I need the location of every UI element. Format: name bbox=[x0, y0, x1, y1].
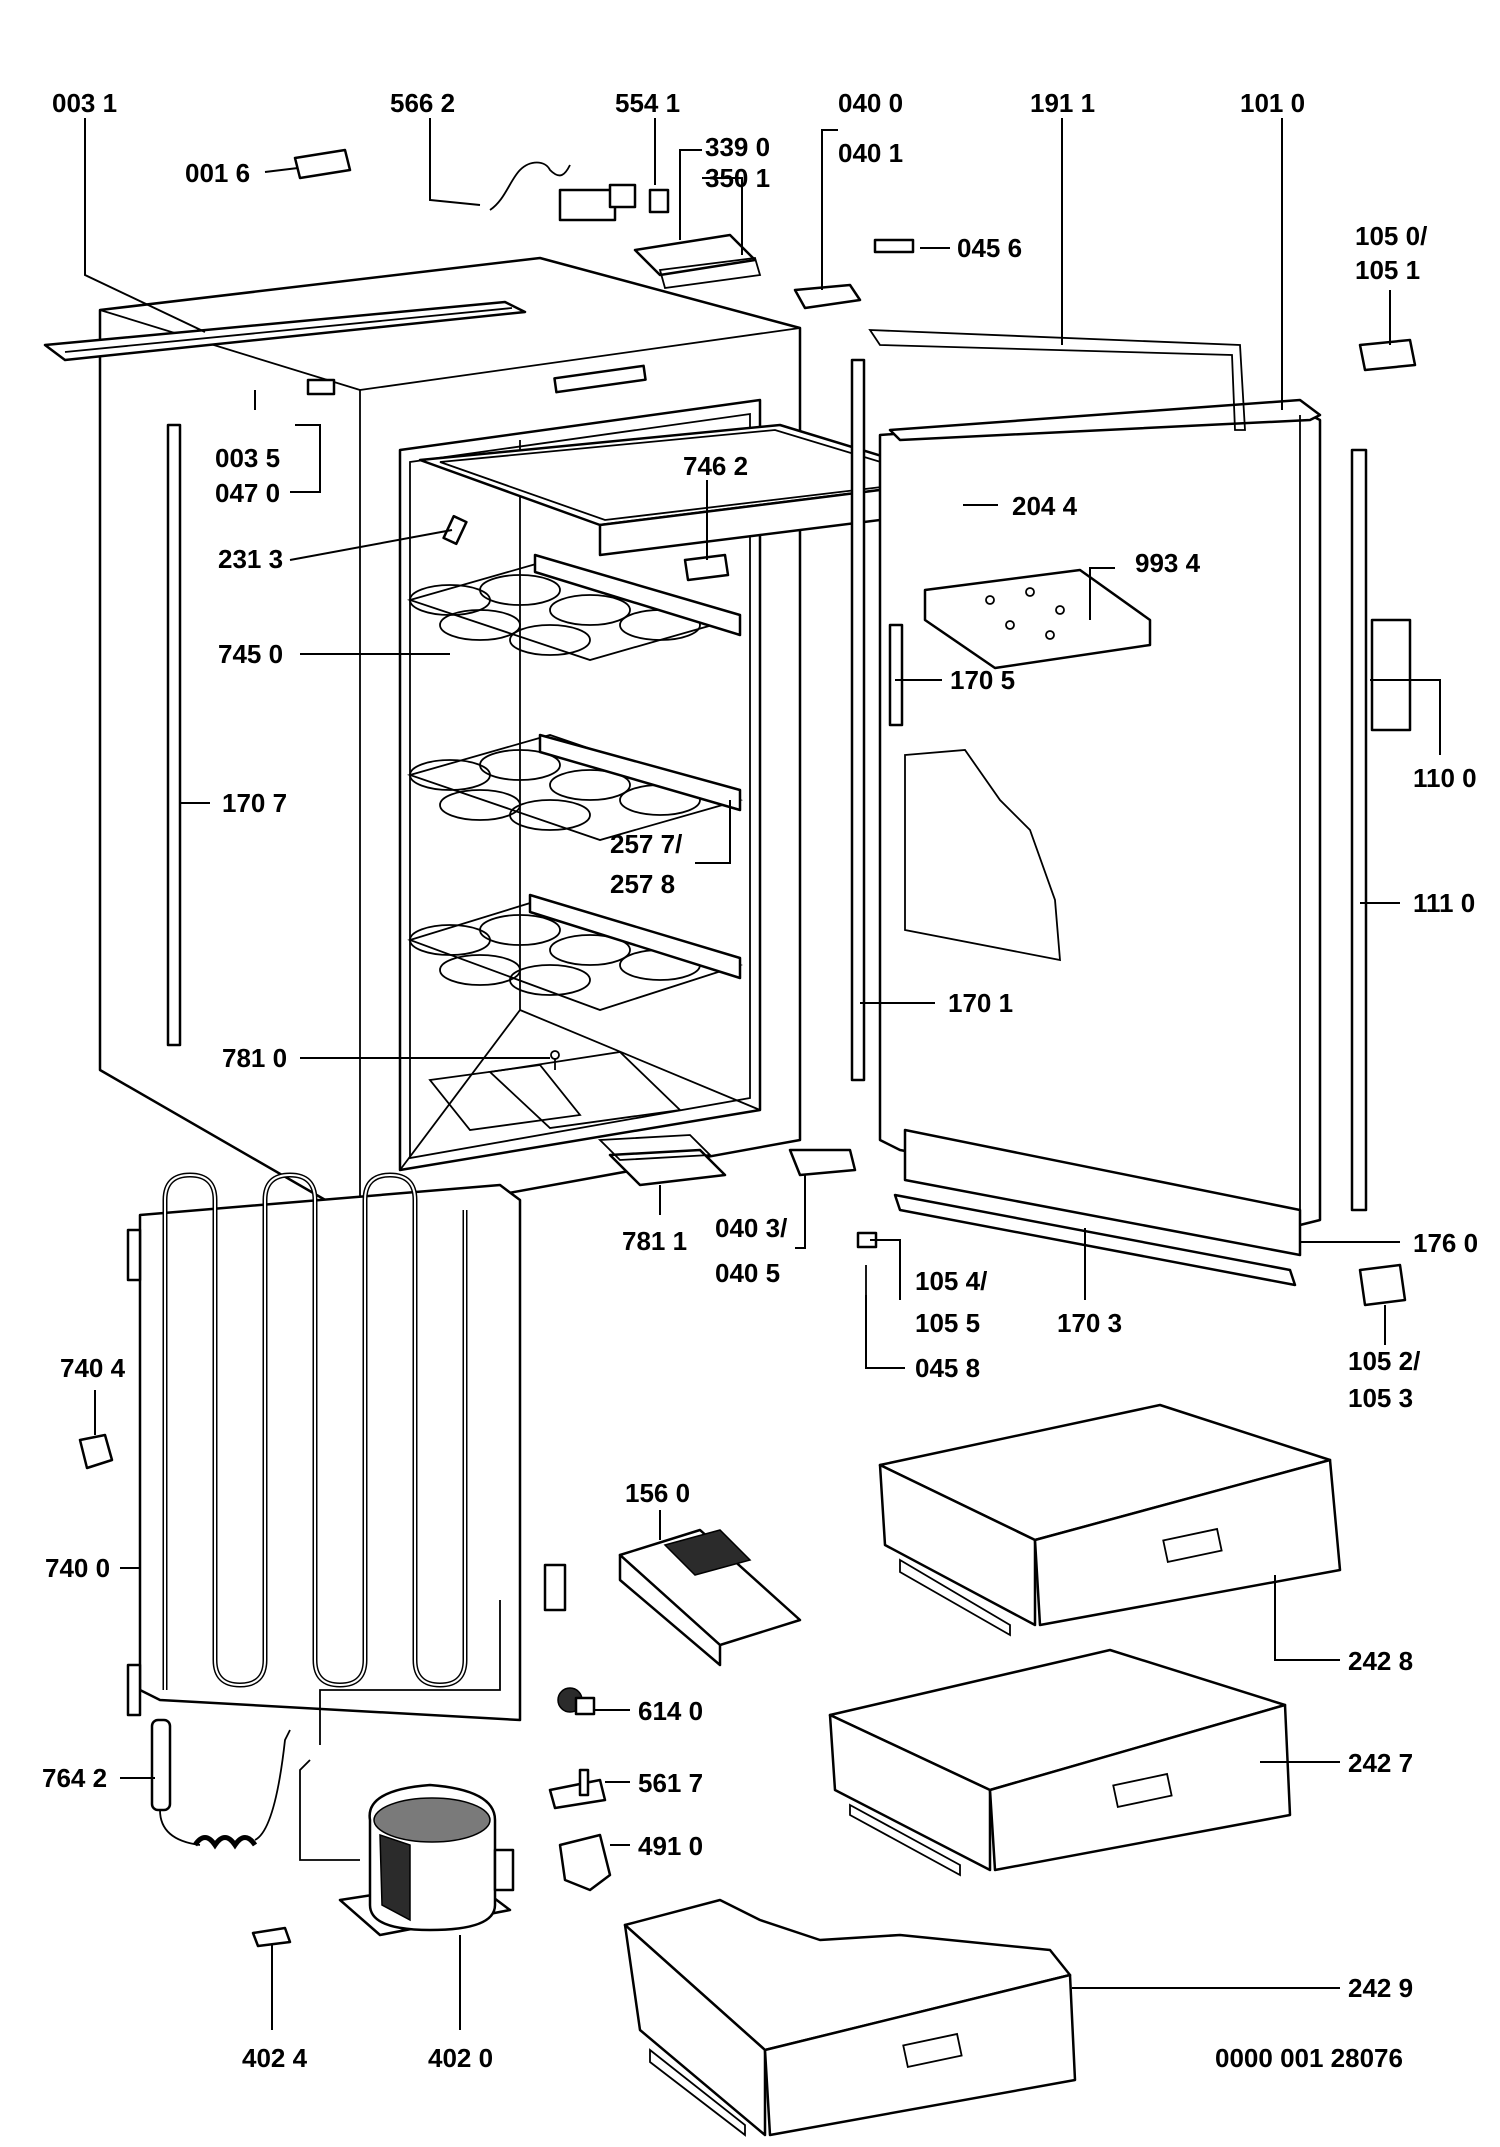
compressor bbox=[251, 1600, 515, 1948]
label-402-4: 402 4 bbox=[242, 2043, 308, 2073]
label-614-0: 614 0 bbox=[638, 1696, 703, 1726]
label-993-4: 993 4 bbox=[1135, 548, 1201, 578]
label-350-1: 350 1 bbox=[705, 163, 770, 193]
label-045-6: 045 6 bbox=[957, 233, 1022, 263]
label-204-4: 204 4 bbox=[1012, 491, 1078, 521]
label-231-3: 231 3 bbox=[218, 544, 283, 574]
label-105-2: 105 2/ bbox=[1348, 1346, 1420, 1376]
label-402-0: 402 0 bbox=[428, 2043, 493, 2073]
label-105-0: 105 0/ bbox=[1355, 221, 1427, 251]
label-105-3: 105 3 bbox=[1348, 1383, 1413, 1413]
label-257-8: 257 8 bbox=[610, 869, 675, 899]
label-257-7: 257 7/ bbox=[610, 829, 682, 859]
label-745-0: 745 0 bbox=[218, 639, 283, 669]
cabinet-body bbox=[43, 256, 802, 1222]
label-566-2: 566 2 bbox=[390, 88, 455, 118]
leader-lines bbox=[84, 118, 1441, 2030]
label-554-1: 554 1 bbox=[615, 88, 680, 118]
top-small-parts bbox=[293, 148, 915, 310]
label-561-7: 561 7 bbox=[638, 1768, 703, 1798]
label-003-1: 003 1 bbox=[52, 88, 117, 118]
label-781-0: 781 0 bbox=[222, 1043, 287, 1073]
label-740-0: 740 0 bbox=[45, 1553, 110, 1583]
mid-small-parts bbox=[442, 514, 878, 1892]
label-242-7: 242 7 bbox=[1348, 1748, 1413, 1778]
label-740-4: 740 4 bbox=[60, 1353, 126, 1383]
label-170-7: 170 7 bbox=[222, 788, 287, 818]
label-040-0: 040 0 bbox=[838, 88, 903, 118]
label-191-1: 191 1 bbox=[1030, 88, 1095, 118]
label-170-5: 170 5 bbox=[950, 665, 1015, 695]
label-339-0: 339 0 bbox=[705, 132, 770, 162]
label-045-8: 045 8 bbox=[915, 1353, 980, 1383]
label-047-0: 047 0 bbox=[215, 478, 280, 508]
label-764-2: 764 2 bbox=[42, 1763, 107, 1793]
label-105-4: 105 4/ bbox=[915, 1266, 987, 1296]
drawer-242-8 bbox=[878, 1403, 1342, 1637]
label-040-5: 040 5 bbox=[715, 1258, 780, 1288]
label-105-5: 105 5 bbox=[915, 1308, 980, 1338]
wire-shelves bbox=[406, 553, 744, 1131]
label-746-2: 746 2 bbox=[683, 451, 748, 481]
label-001-6: 001 6 bbox=[185, 158, 250, 188]
part-labels: 003 1 001 6 566 2 554 1 339 0 350 1 040 … bbox=[42, 88, 1478, 2073]
label-040-3: 040 3/ bbox=[715, 1213, 787, 1243]
label-156-0: 156 0 bbox=[625, 1478, 690, 1508]
label-101-0: 101 0 bbox=[1240, 88, 1305, 118]
label-491-0: 491 0 bbox=[638, 1831, 703, 1861]
label-170-1: 170 1 bbox=[948, 988, 1013, 1018]
drawer-242-7 bbox=[828, 1648, 1292, 1877]
label-242-8: 242 8 bbox=[1348, 1646, 1413, 1676]
label-003-5: 003 5 bbox=[215, 443, 280, 473]
label-110-0: 110 0 bbox=[1413, 763, 1477, 793]
label-111-0: 111 0 bbox=[1413, 888, 1475, 918]
label-040-1: 040 1 bbox=[838, 138, 903, 168]
door bbox=[850, 329, 1417, 1307]
label-105-1: 105 1 bbox=[1355, 255, 1420, 285]
label-781-1: 781 1 bbox=[622, 1226, 687, 1256]
document-number: 0000 001 28076 bbox=[1215, 2043, 1403, 2073]
condenser bbox=[78, 1172, 567, 1850]
label-176-0: 176 0 bbox=[1413, 1228, 1478, 1258]
drawer-242-9 bbox=[623, 1898, 1077, 2137]
label-242-9: 242 9 bbox=[1348, 1973, 1413, 2003]
label-170-3: 170 3 bbox=[1057, 1308, 1122, 1338]
